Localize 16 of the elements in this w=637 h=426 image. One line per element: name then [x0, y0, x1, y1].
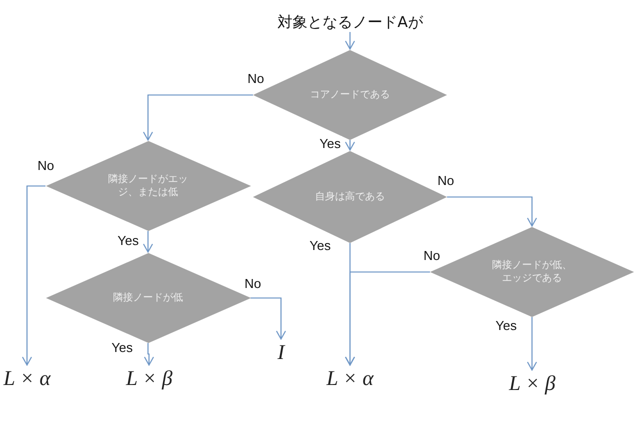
arrow — [144, 343, 154, 366]
arrow — [344, 271, 430, 366]
arrow — [447, 196, 538, 227]
arrow — [142, 231, 154, 253]
arrow — [344, 140, 356, 151]
result-formula: I — [278, 340, 284, 364]
result-formula: L × α — [326, 366, 374, 390]
result-formula: L × α — [4, 366, 50, 390]
arrow — [344, 32, 356, 50]
arrow — [22, 185, 46, 366]
result-formula: L × β — [126, 366, 172, 390]
start-label: 対象となるノードAが — [278, 12, 423, 32]
result-formula: L × β — [509, 371, 556, 395]
arrow — [142, 94, 253, 141]
arrow — [250, 297, 286, 340]
arrow — [526, 317, 538, 371]
